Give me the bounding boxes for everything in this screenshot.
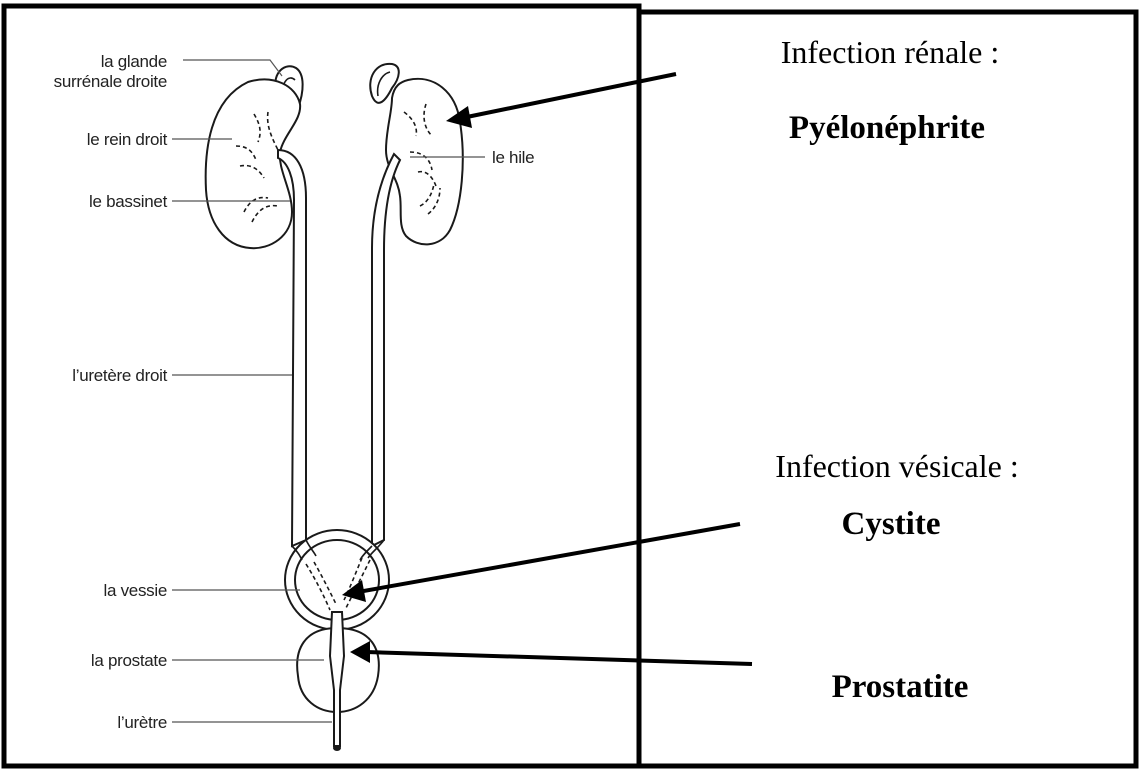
label-prostate: la prostate xyxy=(91,651,167,670)
arrow-bladder-infection xyxy=(342,524,740,602)
label-adrenal-gland-line1: la glande xyxy=(101,52,167,71)
label-hilum: le hile xyxy=(492,148,534,167)
label-bladder: la vessie xyxy=(104,581,167,600)
label-adrenal-gland-line2: surrénale droite xyxy=(54,72,167,91)
annotation-prostate-infection-name: Prostatite xyxy=(832,669,969,705)
annotation-bladder-infection-title: Infection vésicale : xyxy=(775,448,1018,484)
label-urethra: l’urètre xyxy=(117,713,167,732)
arrow-prostate-infection xyxy=(350,641,752,664)
urethra-meatus xyxy=(333,745,341,751)
annotation-kidney-infection-title: Infection rénale : xyxy=(781,34,1000,70)
label-renal-pelvis: le bassinet xyxy=(89,192,168,211)
annotation-kidney-infection-name: Pyélonéphrite xyxy=(789,110,985,146)
urethra xyxy=(330,612,344,746)
label-right-kidney: le rein droit xyxy=(87,130,168,149)
label-right-ureter: l’uretère droit xyxy=(72,366,167,385)
annotation-bladder-infection-name: Cystite xyxy=(842,506,941,542)
left-ureter xyxy=(372,154,400,546)
leader-adrenal-gland xyxy=(183,60,282,76)
